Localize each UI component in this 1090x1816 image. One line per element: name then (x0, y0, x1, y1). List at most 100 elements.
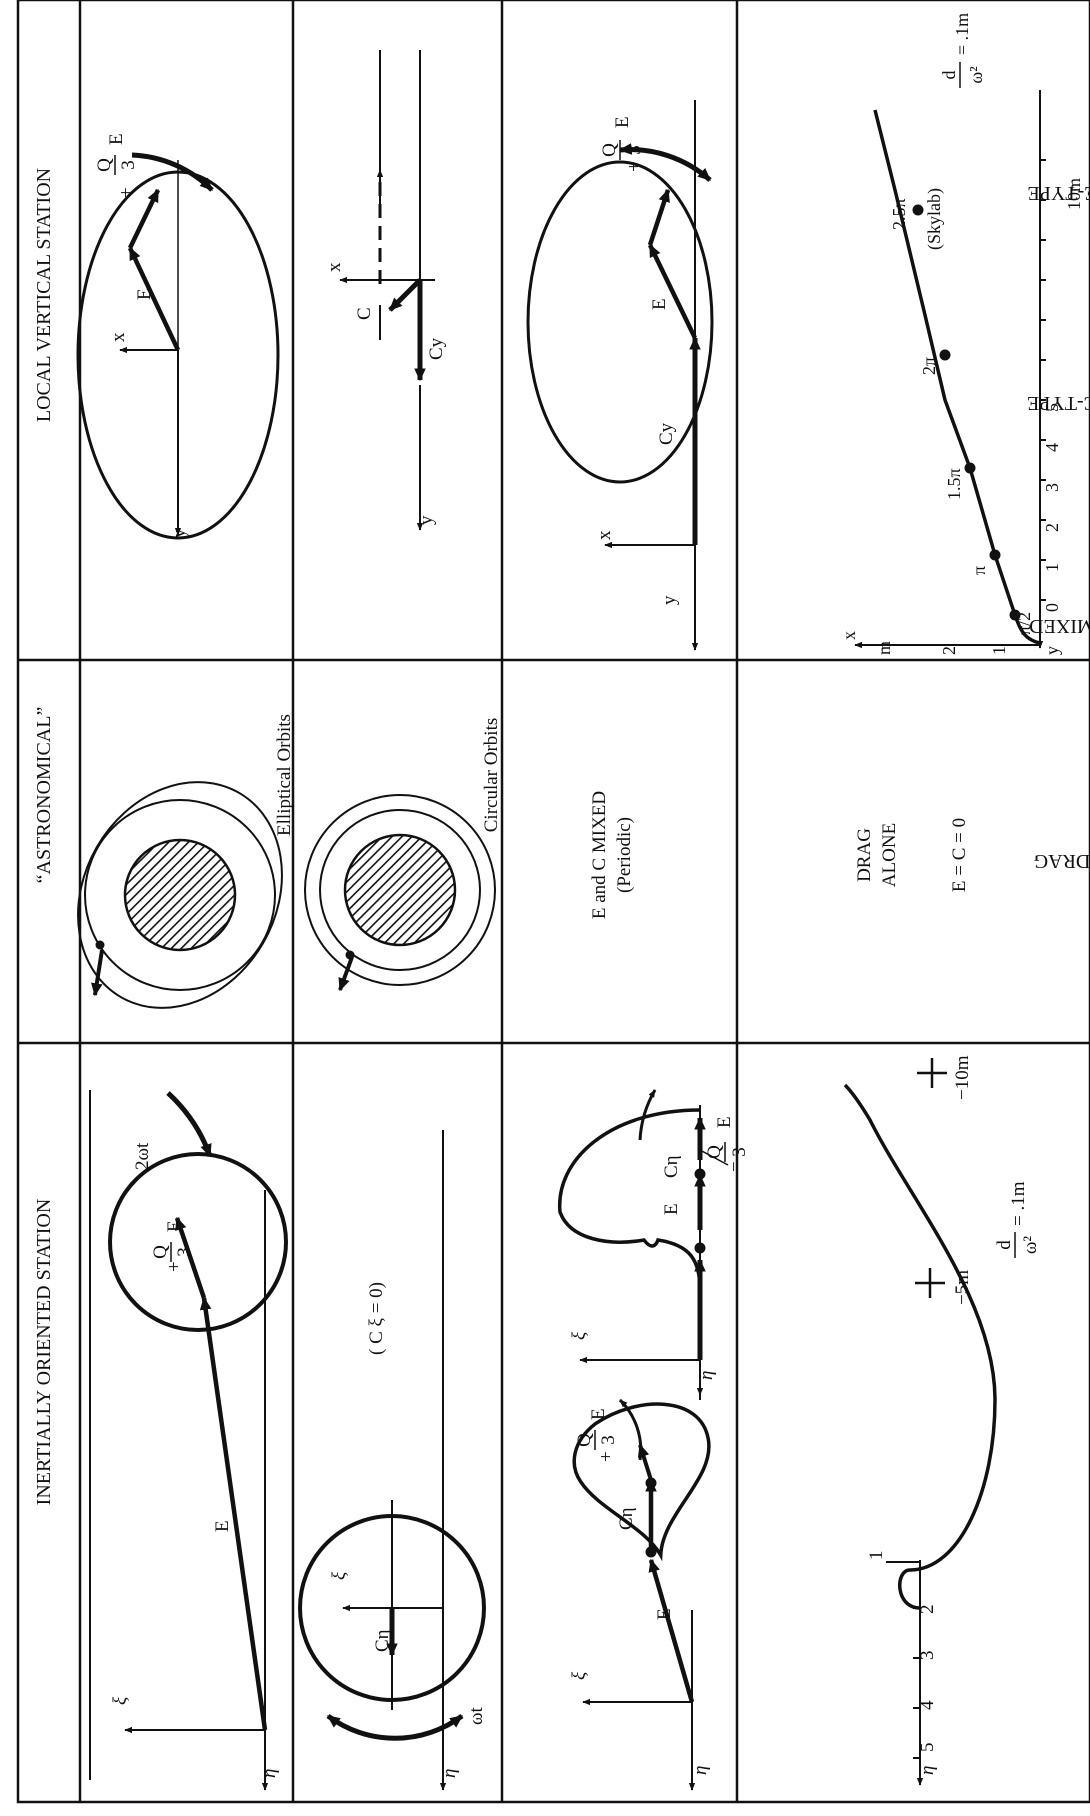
e-label: E (649, 298, 670, 310)
q-num: Q (94, 158, 115, 172)
w2-label: ω² (1020, 1236, 1041, 1255)
x-label: x (839, 631, 859, 640)
local-ctype-labels: x y C Cy (324, 262, 447, 525)
q-e: E (164, 1220, 185, 1232)
circular-orbit-inner (319, 809, 481, 971)
rotation-arrow (618, 143, 712, 182)
inertial-drag-labels: η 5 4 3 2 1 −5m −10m d ω² = .1m (866, 1055, 1041, 1775)
rotation-arrow-right (638, 1089, 657, 1141)
mixed-loop-right (558, 1108, 702, 1291)
point (645, 1477, 657, 1489)
circular-orbit (84, 799, 276, 991)
e-vector (127, 246, 181, 351)
q-num-left: Q (574, 1433, 595, 1447)
xi-label-right: ξ (569, 1331, 590, 1340)
inertial-mixed-cell (572, 1398, 711, 1791)
header-astronomical: “ASTRONOMICAL” (33, 707, 55, 884)
x-tick-2: 2 (939, 646, 959, 655)
row-label-drag: DRAG (1034, 850, 1090, 872)
earth-hatched (123, 838, 237, 952)
rotation-arrow-left (618, 1398, 643, 1461)
c-eta-label: Cη (372, 1629, 393, 1652)
tick-label-2: 2 (917, 1605, 938, 1615)
row-label-etype: E-TYPE (1028, 182, 1090, 204)
tick-label-1: 1 (866, 1551, 887, 1561)
c-eta-label-right: Cη (661, 1155, 682, 1178)
leader-line (699, 1149, 729, 1166)
orbit-ellipse (526, 160, 714, 484)
velocity-arrow (338, 956, 354, 992)
eta-label-left: η (690, 1766, 711, 1775)
point-1-5pi (964, 462, 976, 474)
eta-label: η (259, 1769, 280, 1778)
astro-drag-line2: ALONE (879, 823, 900, 887)
m5-label: −5m (952, 1270, 973, 1305)
inertial-etype-cell (89, 1090, 288, 1791)
local-ctype-cell (339, 50, 435, 531)
header-inertial: INERTIALLY ORIENTED STATION (33, 1199, 55, 1506)
phase-1-5pi: 1.5π (944, 468, 964, 500)
q-vector (647, 188, 671, 246)
eq-label: = .1m (952, 13, 972, 55)
phase-pi: π (969, 566, 989, 575)
q-vector (127, 188, 161, 249)
ten-m-label: 10m (1064, 178, 1084, 210)
velocity-arrow (91, 949, 104, 997)
table-grid (16, 0, 1090, 1804)
local-mixed-cell (526, 100, 714, 651)
q-e-left: E (588, 1408, 609, 1420)
point (694, 1168, 706, 1180)
earth-hatched (343, 833, 457, 947)
q-minus-right: − (724, 1161, 745, 1172)
local-drag-labels: x y m 2 1 0 1 2 3 4 5 10m π/2 π 1.5π 2π … (839, 13, 1084, 655)
circular-orbit-outer (304, 794, 496, 986)
q-num: Q (599, 143, 620, 157)
e-vector (647, 243, 698, 339)
q-den: 3 (118, 160, 139, 170)
point-2pi (939, 349, 951, 361)
q-den: 3 (624, 145, 645, 155)
point (645, 1546, 657, 1558)
w2-label: ω² (966, 66, 986, 83)
condition-label: ( C ξ = 0) (366, 1282, 387, 1355)
q-e: E (106, 133, 127, 145)
phase-2pi: 2π (919, 357, 939, 375)
e-label: E (134, 288, 155, 300)
astro-etype-cell (77, 781, 283, 1009)
q-den-right: 3 (729, 1147, 750, 1157)
astro-drag-line1: DRAG (854, 828, 875, 882)
point-2-5pi (912, 204, 924, 216)
q-vector (174, 1216, 207, 1299)
y-tick-4: 4 (1042, 443, 1062, 452)
tick-label-5: 5 (917, 1743, 938, 1753)
mixed-loop-left (572, 1402, 711, 1562)
x-label: x (324, 262, 345, 272)
y-tick-0: 0 (1042, 603, 1062, 612)
drag-path (873, 109, 1041, 645)
x-label: x (108, 332, 129, 342)
local-etype-cell (76, 152, 280, 540)
d-label: d (939, 71, 959, 80)
inertial-etype-labels: ξ η E + Q 3 E 2ωt (110, 1142, 280, 1778)
rate-label: ωt (466, 1706, 487, 1725)
y-tick-2: 2 (1042, 523, 1062, 532)
astro-ctype-cell (304, 794, 496, 992)
x-label: x (594, 530, 615, 540)
inertial-mixed-right (558, 1089, 729, 1400)
rotation-arrow (166, 1091, 213, 1158)
y-label: y (1042, 646, 1062, 655)
rotation-arrow (326, 1713, 464, 1741)
cy-label: Cy (656, 422, 677, 445)
skylab-label: (Skylab) (924, 188, 945, 250)
c-eta-label-left: Cη (616, 1507, 637, 1530)
point (95, 940, 105, 950)
astro-ctype-label: Circular Orbits (481, 718, 502, 833)
point-pi-half (1009, 609, 1021, 621)
astro-etype-label: Elliptical Orbits (274, 714, 295, 836)
q-num: Q (150, 1245, 171, 1259)
phase-2-5pi: 2.5π (889, 198, 909, 230)
c-label: C (354, 307, 375, 320)
perturbation-circle (108, 1152, 288, 1332)
q-plus: + (164, 1261, 185, 1272)
cy-label: Cy (426, 337, 447, 360)
